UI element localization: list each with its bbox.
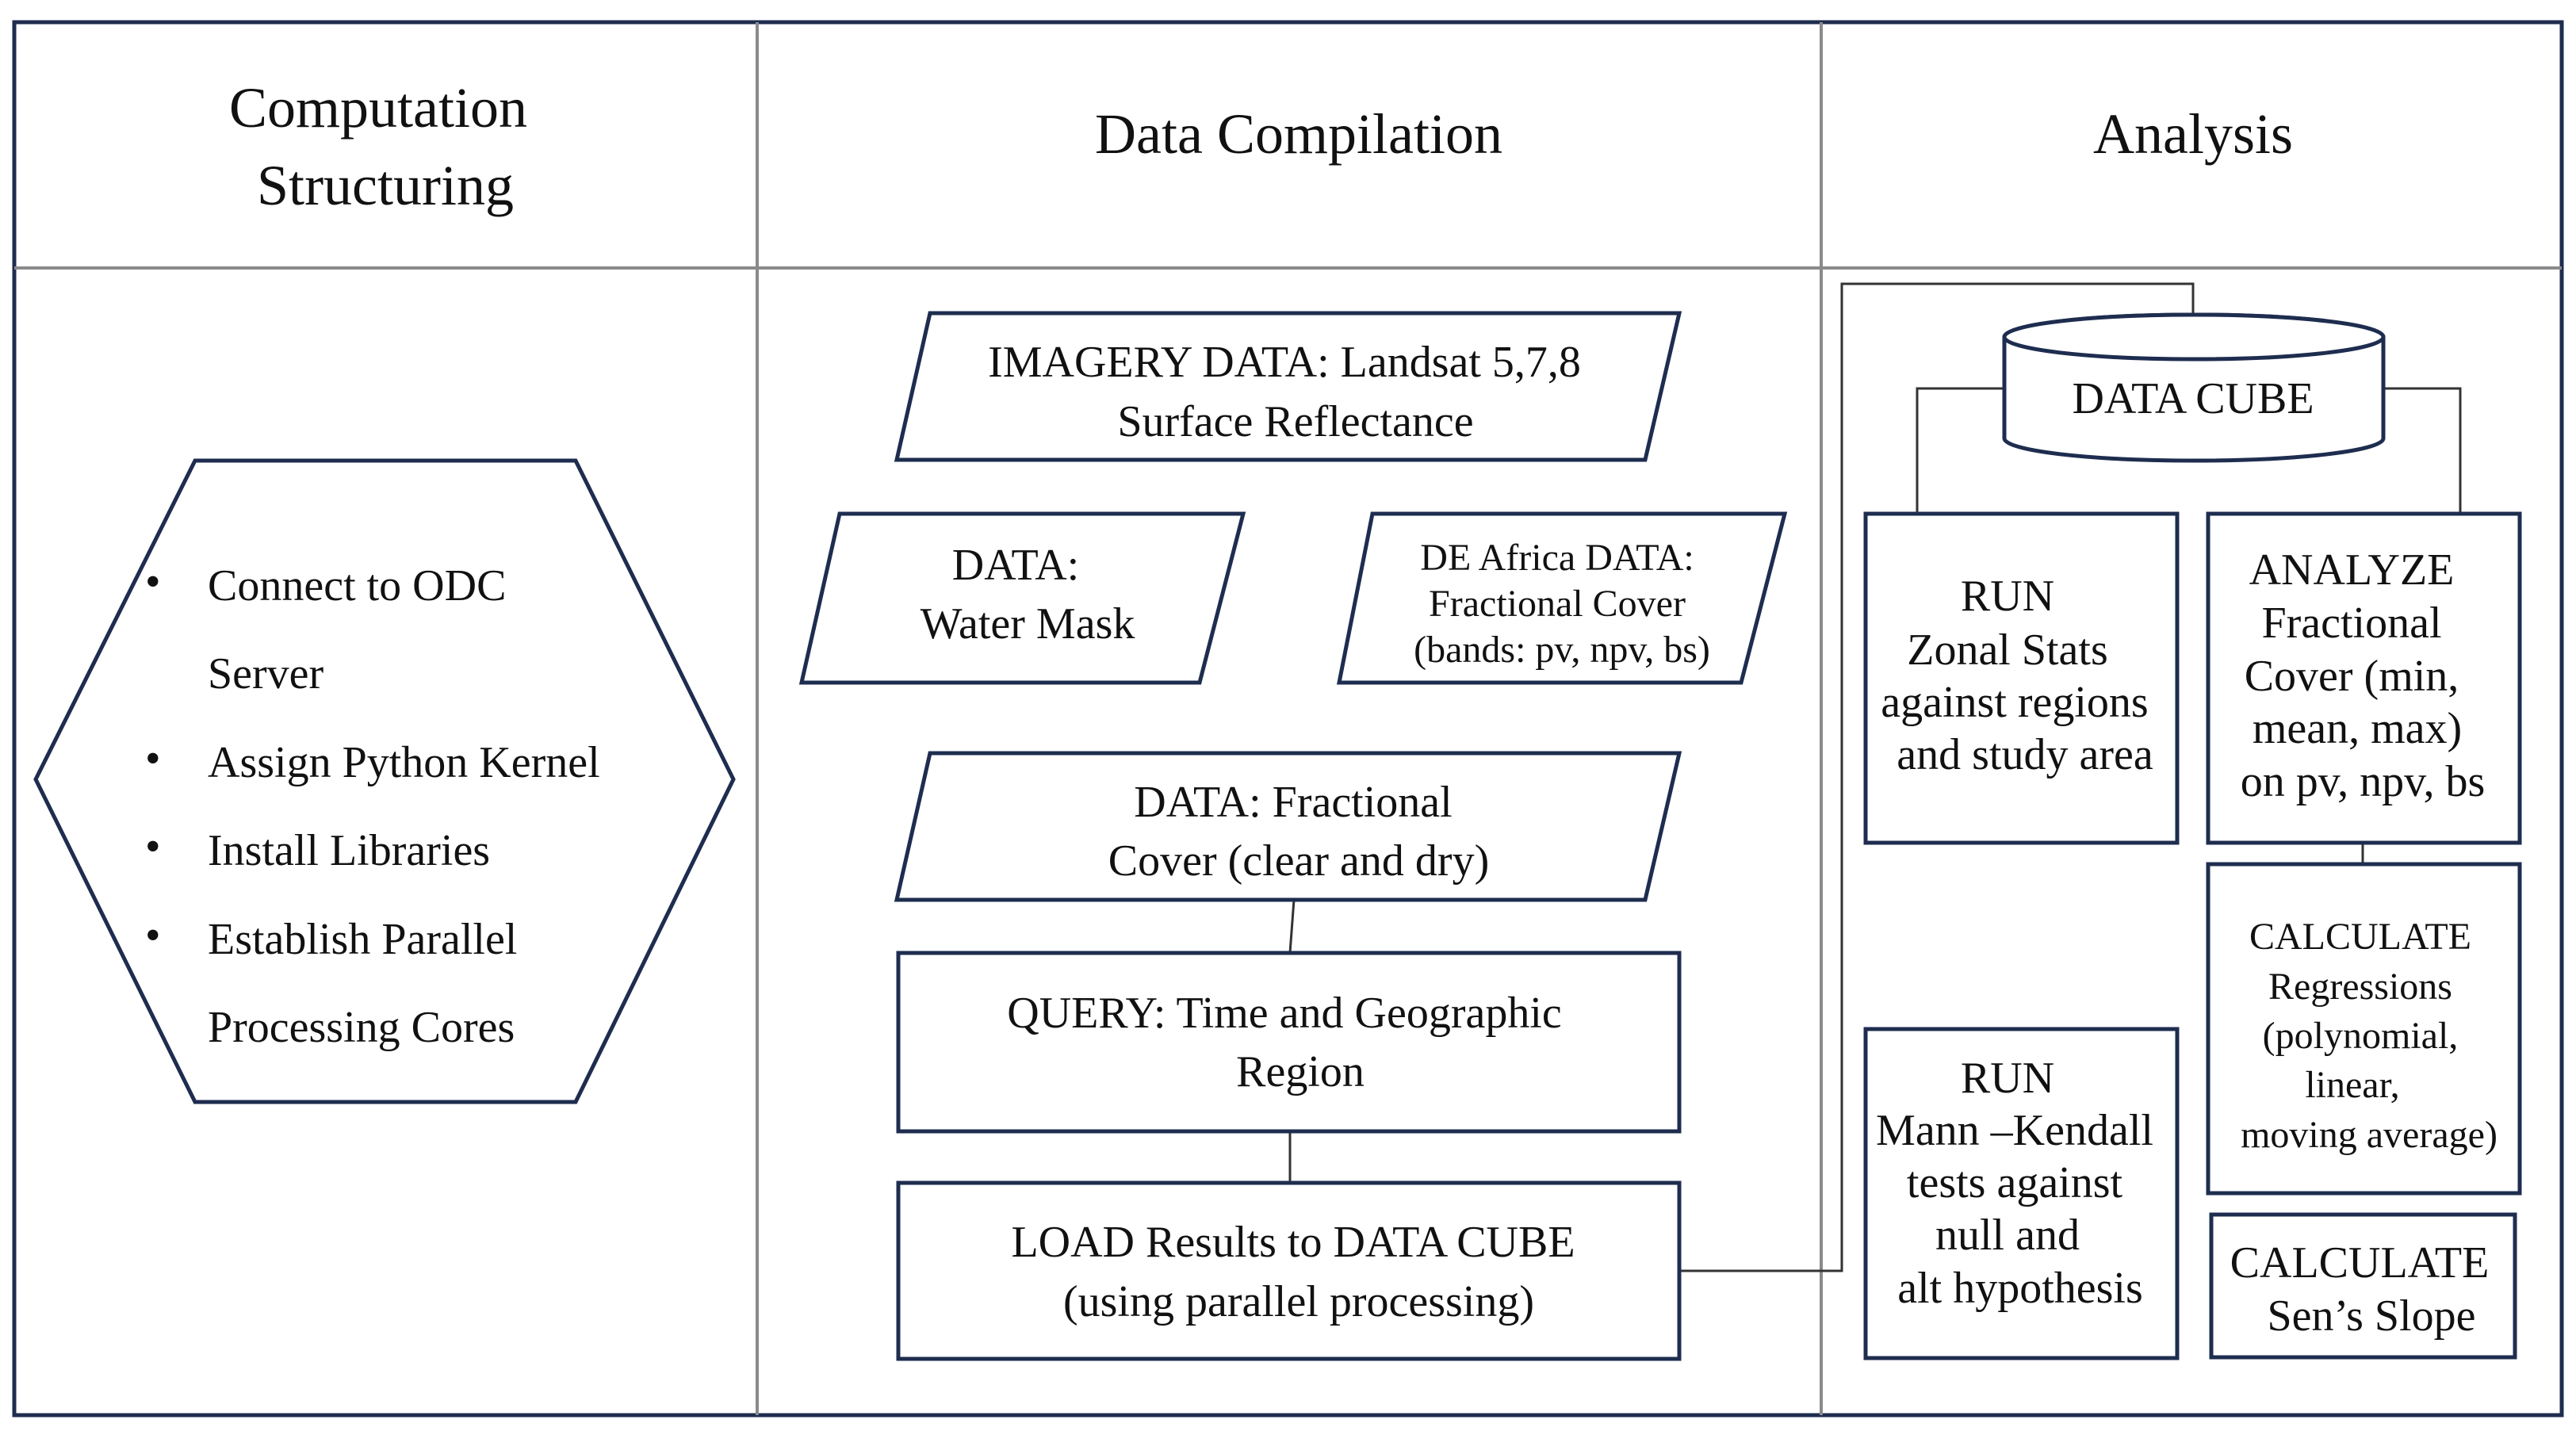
water-mask-parallelogram xyxy=(798,511,1246,685)
analyze-box xyxy=(2206,511,2522,845)
regressions-line2: Regressions xyxy=(2268,966,2452,1008)
run-zonal-line2: Zonal Stats xyxy=(1907,626,2108,675)
bullet-establish: • xyxy=(145,911,161,960)
analyze-text: ANALYZE Fractional Cover (min, mean, max… xyxy=(2241,545,2486,806)
connector-cube-run xyxy=(1916,387,2004,512)
de-africa-text: DE Africa DATA: Fractional Cover (bands:… xyxy=(1414,537,1710,671)
bullet-assign: • xyxy=(145,734,161,783)
regressions-line4: linear, xyxy=(2305,1064,2399,1106)
data-cube-top xyxy=(2002,312,2386,362)
bullet-connect: • xyxy=(145,557,161,606)
imagery-line1: IMAGERY DATA: Landsat 5,7,8 xyxy=(988,338,1581,387)
bullet-install: • xyxy=(145,822,161,871)
connector-cube-analyze xyxy=(2383,387,2462,512)
mann-line2: Mann –Kendall xyxy=(1876,1106,2153,1155)
analyze-line2: Fractional xyxy=(2261,599,2441,648)
run-mann-kendall-box xyxy=(1863,1027,2180,1360)
fractional-cover-text: DATA: Fractional Cover (clear and dry) xyxy=(1108,778,1489,886)
run-zonal-line4: and study area xyxy=(1897,730,2153,779)
water-mask-line2: Water Mask xyxy=(921,599,1135,649)
de-africa-line2: Fractional Cover xyxy=(1429,583,1686,625)
hexagon-item-install: Install Libraries xyxy=(208,826,490,875)
hexagon-item-establish: Establish Parallel xyxy=(208,915,517,964)
de-africa-line1: DE Africa DATA: xyxy=(1420,537,1694,579)
hexagon-item-server: Server xyxy=(208,649,324,698)
analyze-line4: mean, max) xyxy=(2253,704,2462,753)
analyze-line1: ANALYZE xyxy=(2249,545,2455,595)
header-analysis: Analysis xyxy=(2093,102,2293,166)
load-line2: (using parallel processing) xyxy=(1063,1277,1534,1326)
analyze-line3: Cover (min, xyxy=(2245,652,2459,701)
calculate-sens-slope-box xyxy=(2209,1212,2517,1360)
fractional-cover-line1: DATA: Fractional xyxy=(1134,778,1452,827)
load-line1: LOAD Results to DATA CUBE xyxy=(1011,1218,1575,1267)
header-computation-structuring: Computation Structuring xyxy=(229,76,542,217)
hexagon-item-processing: Processing Cores xyxy=(208,1003,515,1052)
run-zonal-text: RUN Zonal Stats against regions and stud… xyxy=(1881,572,2159,779)
run-mann-kendall-text: RUN Mann –Kendall tests against null and… xyxy=(1876,1054,2165,1313)
connector-fractional-query xyxy=(1288,899,1296,954)
mann-line4: null and xyxy=(1935,1211,2080,1260)
query-text: QUERY: Time and Geographic Region xyxy=(1007,989,1572,1096)
mann-line1: RUN xyxy=(1961,1054,2054,1103)
load-box xyxy=(896,1180,1682,1361)
data-cube-text: DATA CUBE xyxy=(2072,374,2314,423)
outer-border xyxy=(12,20,2564,1418)
regressions-line3: (polynomial, xyxy=(2263,1015,2459,1057)
run-zonal-line3: against regions xyxy=(1881,678,2148,727)
header-col1-line1: Computation xyxy=(229,76,527,140)
run-zonal-line1: RUN xyxy=(1961,572,2054,621)
analyze-line5: on pv, npv, bs xyxy=(2241,757,2486,806)
header-col1-line2: Structuring xyxy=(257,154,514,217)
water-mask-line1: DATA: xyxy=(952,541,1079,590)
imagery-data-text: IMAGERY DATA: Landsat 5,7,8 Surface Refl… xyxy=(988,338,1592,446)
regressions-line5: moving average) xyxy=(2241,1114,2498,1156)
regressions-line1: CALCULATE xyxy=(2249,916,2471,958)
water-mask-text: DATA: Water Mask xyxy=(921,541,1135,649)
query-box xyxy=(896,951,1682,1134)
load-text: LOAD Results to DATA CUBE (using paralle… xyxy=(1011,1218,1586,1326)
fractional-cover-line2: Cover (clear and dry) xyxy=(1108,836,1489,886)
sens-line2: Sen’s Slope xyxy=(2268,1291,2476,1341)
setup-hexagon xyxy=(33,458,736,1104)
imagery-line2: Surface Reflectance xyxy=(1117,397,1473,446)
query-line1: QUERY: Time and Geographic xyxy=(1007,989,1561,1038)
de-africa-parallelogram xyxy=(1336,511,1788,685)
hexagon-bullets: • • • • xyxy=(145,557,161,960)
hexagon-item-assign: Assign Python Kernel xyxy=(208,738,600,787)
calculate-regressions-text: CALCULATE Regressions (polynomial, linea… xyxy=(2241,916,2498,1156)
hexagon-items: Connect to ODC Server Assign Python Kern… xyxy=(208,561,600,1052)
calculate-regressions-box xyxy=(2206,862,2522,1196)
run-zonal-box xyxy=(1863,511,2180,845)
fractional-cover-parallelogram xyxy=(894,751,1682,902)
header-data-compilation: Data Compilation xyxy=(1095,102,1502,166)
imagery-data-parallelogram xyxy=(894,311,1682,462)
mann-line3: tests against xyxy=(1907,1158,2123,1207)
mann-line5: alt hypothesis xyxy=(1897,1264,2143,1313)
calculate-sens-slope-text: CALCULATE Sen’s Slope xyxy=(2230,1238,2501,1341)
connector-load-datacube xyxy=(1679,282,2195,1272)
de-africa-line3: (bands: pv, npv, bs) xyxy=(1414,629,1710,671)
query-line2: Region xyxy=(1236,1047,1365,1096)
sens-line1: CALCULATE xyxy=(2230,1238,2490,1288)
hexagon-item-connect: Connect to ODC xyxy=(208,561,506,610)
